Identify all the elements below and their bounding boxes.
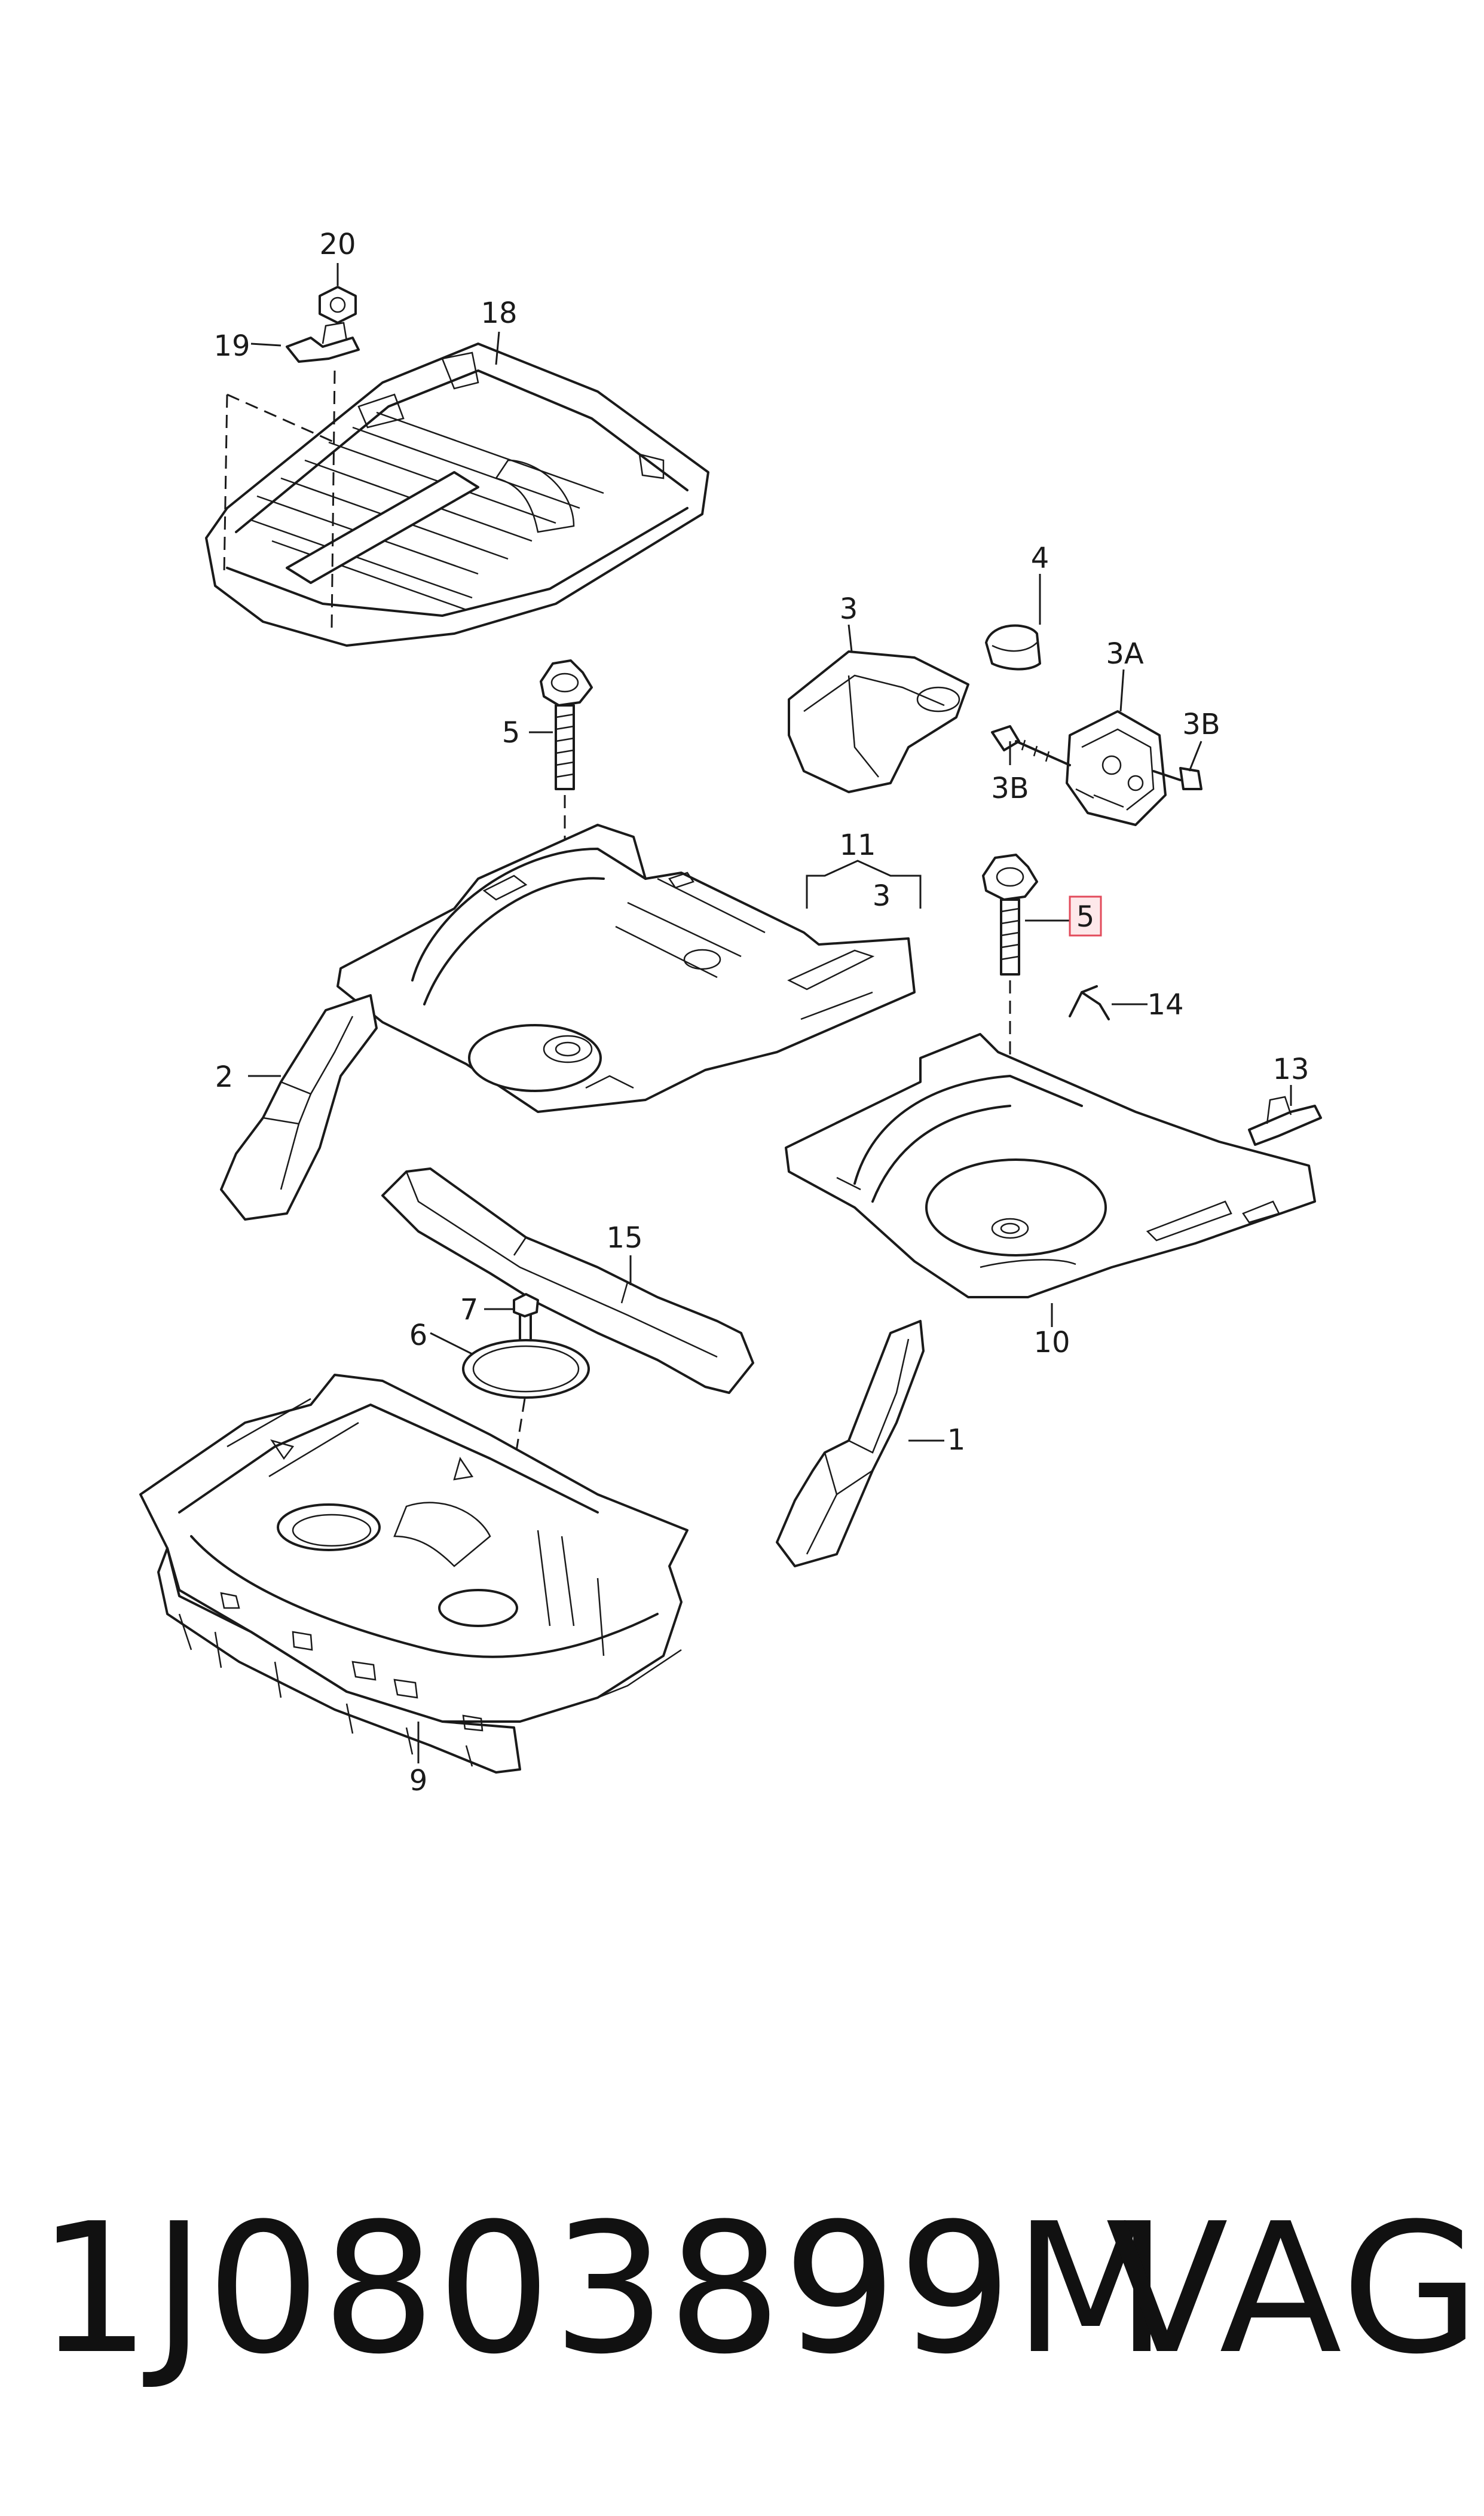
- callout-2: 2: [215, 1060, 234, 1094]
- callout-labels: 20 19 18 4 3 3A 3B 3B 5 11 3 5 14 13 2 1…: [213, 228, 1309, 1797]
- callout-20: 20: [319, 228, 356, 261]
- callout-19: 19: [213, 329, 250, 363]
- callout-14: 14: [1147, 988, 1183, 1022]
- part-7-bolt: [513, 1293, 539, 1346]
- callout-3b-left: 3B: [991, 772, 1029, 805]
- part-13-clip: [1248, 1096, 1322, 1146]
- callout-5-left: 5: [502, 716, 521, 750]
- callout-10: 10: [1033, 1326, 1070, 1359]
- part-20-nut: [319, 286, 357, 324]
- callout-1: 1: [947, 1423, 966, 1457]
- part-4-cap: [985, 624, 1041, 671]
- callout-7: 7: [460, 1293, 479, 1326]
- footer: 1J0803899M VAG: [0, 2170, 1484, 2409]
- part-6-cover: [462, 1339, 590, 1399]
- callout-15: 15: [606, 1221, 642, 1255]
- highlight-box-5: [1069, 895, 1102, 937]
- part-2-side-member: [220, 994, 378, 1221]
- brand-label: VAG: [1106, 2185, 1483, 2393]
- part-18-dashed-guides: [223, 370, 336, 628]
- exploded-parts-diagram: 20 19 18 4 3 3A 3B 3B 5 11 3 5 14 13 2 1…: [139, 228, 1322, 1797]
- part-9-floor-pan: [139, 1374, 689, 1774]
- part-3a-latch: [1066, 710, 1167, 826]
- callout-11: 11: [839, 829, 876, 862]
- callout-13: 13: [1272, 1053, 1309, 1086]
- callout-6: 6: [409, 1319, 428, 1352]
- part-18-floor-cover: [205, 343, 709, 647]
- callout-9: 9: [409, 1764, 428, 1797]
- part-3b-bolt-left: [991, 725, 1071, 766]
- part-3b-bolt-right: [1152, 767, 1203, 790]
- callout-18: 18: [481, 296, 517, 330]
- part-10-trunk-floor: [785, 1033, 1316, 1298]
- callout-3-floor: 3: [873, 879, 891, 913]
- part-11-trunk-floor: [336, 824, 916, 1113]
- callout-3a: 3A: [1106, 637, 1144, 671]
- part-5-screw-left: [540, 659, 593, 790]
- part-14-clip: [1069, 985, 1110, 1020]
- callout-5-right: 5: [1076, 900, 1095, 934]
- part-3-bracket: [788, 650, 969, 793]
- part-1-side-member: [776, 1320, 925, 1567]
- callout-3b-right: 3B: [1182, 708, 1220, 741]
- part-19-clip: [286, 322, 360, 363]
- leader-lines: [248, 263, 1292, 1763]
- callout-4: 4: [1031, 542, 1049, 575]
- part-5-screw-right: [982, 854, 1038, 976]
- part-number: 1J0803899M: [37, 2185, 1170, 2393]
- callout-3: 3: [840, 592, 858, 626]
